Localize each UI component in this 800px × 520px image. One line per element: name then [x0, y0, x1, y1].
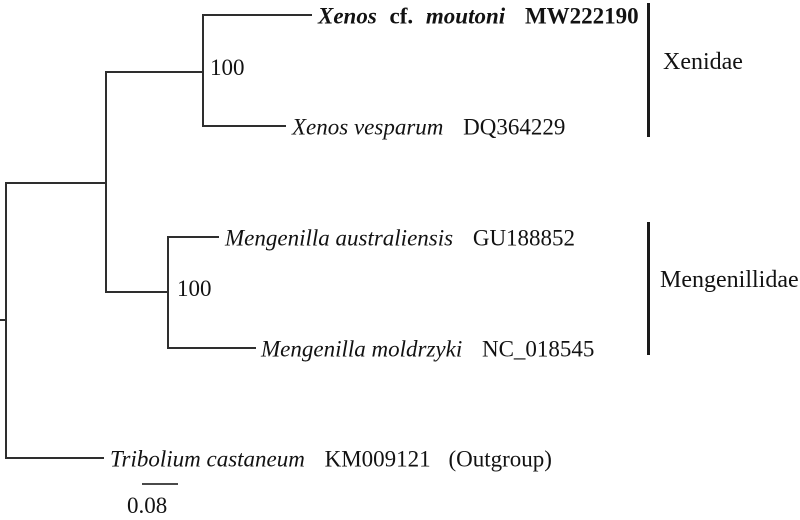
taxon-species: Tribolium castaneum [110, 446, 305, 472]
taxon-genus: Xenos [318, 3, 377, 29]
root-stub-line [0, 319, 6, 321]
taxon-species: Mengenilla australiensis [225, 225, 454, 251]
taxon-species: Mengenilla moldrzyki [261, 336, 463, 362]
root-vertical-line [5, 182, 7, 459]
xenidae-clade-bar [647, 3, 650, 137]
mengenillidae-connector-line [167, 236, 169, 349]
taxon-species: Xenos vesparum [292, 114, 444, 140]
branch-xenidae-node [105, 71, 204, 73]
taxon-accession: GU188852 [472, 225, 576, 251]
taxon-accession: NC_018545 [481, 336, 595, 362]
support-value-mengenillidae: 100 [177, 276, 212, 301]
branch-mengenilla-australiensis [167, 236, 219, 238]
branch-xenos-moutoni [202, 14, 312, 16]
xenidae-connector-line [202, 14, 204, 127]
branch-outgroup [5, 457, 104, 459]
taxon-accession: DQ364229 [463, 114, 566, 140]
family-label-mengenillidae: Mengenillidae [660, 267, 799, 293]
scale-bar-rule [142, 483, 178, 485]
tip-label-xenos-moutoni: Xenos cf. moutoni MW222190 [318, 5, 639, 28]
taxon-epithet: moutoni [425, 3, 506, 29]
branch-mengenillidae-node [105, 291, 169, 293]
family-label-xenidae: Xenidae [663, 49, 743, 75]
mengenillidae-clade-bar [647, 222, 650, 355]
taxon-qualifier: cf. [389, 3, 414, 29]
tip-label-xenos-vesparum: Xenos vesparum DQ364229 [292, 116, 565, 139]
outgroup-note: (Outgroup) [448, 446, 552, 472]
branch-strepsiptera-clade [5, 182, 107, 184]
scale-bar-label: 0.08 [127, 493, 168, 518]
tip-label-mengenilla-australiensis: Mengenilla australiensis GU188852 [225, 227, 575, 250]
branch-mengenilla-moldrzyki [167, 347, 256, 349]
support-value-xenidae: 100 [210, 55, 245, 80]
tip-label-tribolium-castaneum: Tribolium castaneum KM009121 (Outgroup) [110, 448, 552, 471]
branch-xenos-vesparum [202, 125, 286, 127]
taxon-accession: MW222190 [524, 3, 639, 29]
strepsiptera-connector-line [105, 71, 107, 293]
tip-label-mengenilla-moldrzyki: Mengenilla moldrzyki NC_018545 [261, 338, 594, 361]
taxon-accession: KM009121 [324, 446, 431, 472]
